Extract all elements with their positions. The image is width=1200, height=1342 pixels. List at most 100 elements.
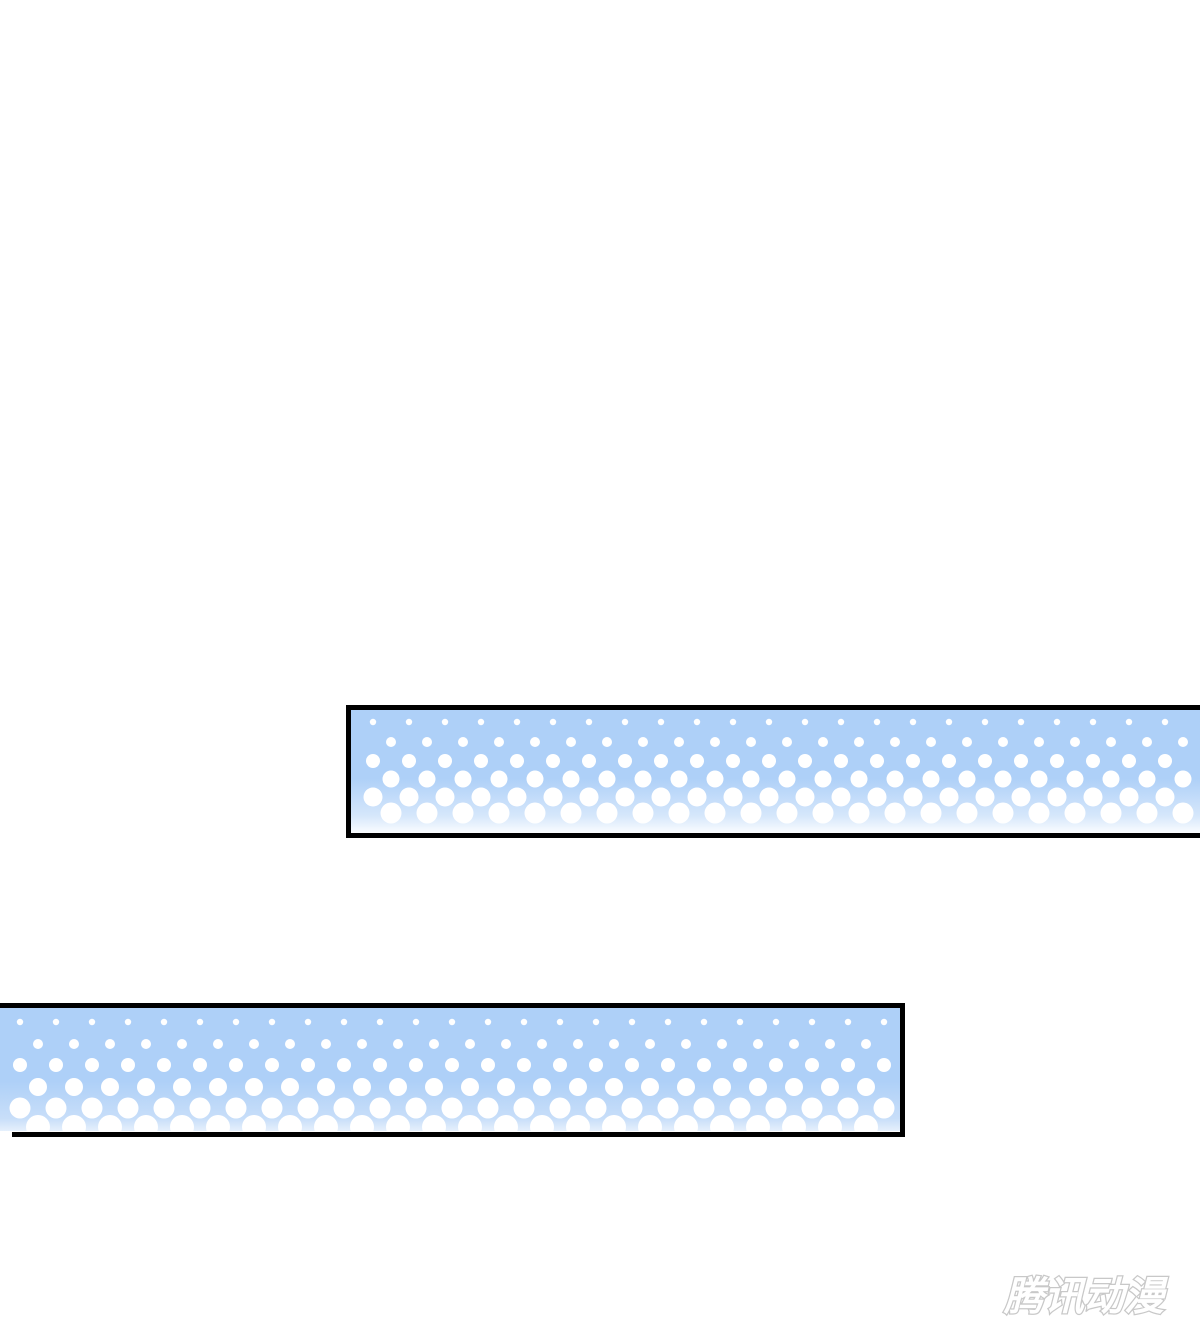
halftone-dot: [690, 754, 704, 768]
halftone-dot: [105, 1039, 115, 1049]
halftone-dot: [1028, 802, 1050, 824]
halftone-dot: [922, 770, 940, 788]
halftone-dot: [854, 737, 864, 747]
halftone-dot: [693, 1097, 715, 1119]
halftone-dot: [753, 1039, 763, 1049]
halftone-dot: [245, 1078, 263, 1096]
halftone-dot: [801, 718, 809, 726]
halftone-dot: [380, 802, 402, 824]
halftone-dot: [553, 1058, 567, 1072]
halftone-dot: [249, 1039, 259, 1049]
halftone-dot: [9, 1097, 31, 1119]
halftone-dot: [454, 770, 472, 788]
halftone-dot: [1089, 718, 1097, 726]
halftone-dot: [566, 737, 576, 747]
halftone-dot: [1122, 754, 1136, 768]
panel-border: [346, 705, 1200, 838]
halftone-dot: [677, 1078, 695, 1096]
halftone-dot: [861, 1039, 871, 1049]
halftone-dot: [422, 737, 432, 747]
halftone-dot: [978, 754, 992, 768]
halftone-dot: [906, 754, 920, 768]
halftone-dot: [213, 1039, 223, 1049]
halftone-dot: [297, 1097, 319, 1119]
halftone-dot: [880, 1018, 888, 1026]
halftone-dot: [560, 802, 582, 824]
halftone-dot: [121, 1058, 135, 1072]
halftone-dot: [435, 787, 455, 807]
halftone-dot: [477, 718, 485, 726]
halftone-dot: [1174, 770, 1192, 788]
halftone-dot: [621, 1097, 643, 1119]
halftone-dot: [16, 1018, 24, 1026]
halftone-dot: [962, 737, 972, 747]
halftone-dot: [670, 770, 688, 788]
halftone-panel-top-art: [346, 705, 1200, 838]
halftone-dot: [625, 1058, 639, 1072]
halftone-dot: [834, 754, 848, 768]
halftone-dot: [45, 1097, 67, 1119]
halftone-dot: [471, 787, 491, 807]
halftone-dot: [598, 770, 616, 788]
halftone-dot: [321, 1039, 331, 1049]
halftone-dot: [481, 1058, 495, 1072]
halftone-dot: [1142, 737, 1152, 747]
halftone-dot: [844, 1018, 852, 1026]
halftone-dot: [189, 1097, 211, 1119]
halftone-dot: [1064, 802, 1086, 824]
halftone-dot: [304, 1018, 312, 1026]
halftone-dot: [501, 1039, 511, 1049]
halftone-dot: [477, 1097, 499, 1119]
halftone-dot: [742, 770, 760, 788]
halftone-dot: [549, 1097, 571, 1119]
halftone-dot: [812, 802, 834, 824]
halftone-dot: [654, 754, 668, 768]
halftone-dot: [1011, 787, 1031, 807]
halftone-dot: [530, 737, 540, 747]
halftone-dot: [818, 737, 828, 747]
halftone-dot: [939, 787, 959, 807]
halftone-dot: [795, 787, 815, 807]
halftone-dot: [474, 754, 488, 768]
halftone-dot: [85, 1058, 99, 1072]
halftone-dot: [29, 1078, 47, 1096]
halftone-dot: [177, 1039, 187, 1049]
halftone-dot: [229, 1058, 243, 1072]
halftone-dot: [376, 1018, 384, 1026]
halftone-dot: [621, 718, 629, 726]
watermark-logo: 腾讯动漫: [1002, 1273, 1170, 1322]
halftone-dot: [573, 1039, 583, 1049]
halftone-dot: [1053, 718, 1061, 726]
halftone-dot: [418, 770, 436, 788]
halftone-dot: [429, 1039, 439, 1049]
halftone-dot: [749, 1078, 767, 1096]
halftone-dot: [357, 1039, 367, 1049]
halftone-dot: [717, 1039, 727, 1049]
halftone-dot: [668, 802, 690, 824]
halftone-dot: [438, 754, 452, 768]
halftone-dot: [884, 802, 906, 824]
halftone-dot: [706, 770, 724, 788]
halftone-dot: [873, 1097, 895, 1119]
halftone-dot: [1070, 737, 1080, 747]
halftone-dot: [452, 802, 474, 824]
halftone-dot: [605, 1078, 623, 1096]
halftone-dot: [958, 770, 976, 788]
halftone-dot: [533, 1078, 551, 1096]
halftone-dot: [1155, 787, 1175, 807]
halftone-panel-top: [346, 705, 1200, 838]
halftone-dot: [69, 1039, 79, 1049]
halftone-dot: [674, 737, 684, 747]
halftone-dot: [886, 770, 904, 788]
halftone-dot: [825, 1039, 835, 1049]
tencent-comic-watermark: 腾讯动漫: [990, 1268, 1178, 1322]
halftone-dot: [333, 1097, 355, 1119]
halftone-dot: [814, 770, 832, 788]
halftone-dot: [592, 1018, 600, 1026]
halftone-dot: [1034, 737, 1044, 747]
halftone-dot: [926, 737, 936, 747]
halftone-dot: [441, 1097, 463, 1119]
halftone-dot: [778, 770, 796, 788]
halftone-dot: [65, 1078, 83, 1096]
halftone-dot: [337, 1058, 351, 1072]
